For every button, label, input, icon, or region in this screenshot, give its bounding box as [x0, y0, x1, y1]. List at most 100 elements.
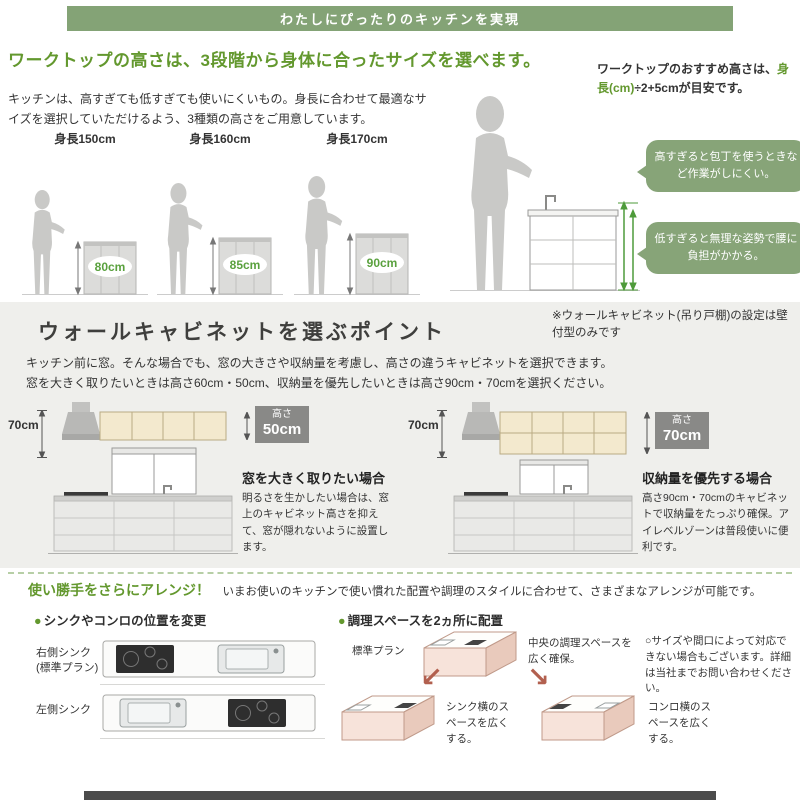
kitchen-window-priority-illustration [48, 402, 238, 554]
iso-counter-cooktop-side [541, 695, 635, 741]
worktop-height-arrows [618, 200, 638, 292]
countertop [453, 495, 633, 502]
worktop-description: キッチンは、高すぎても低すぎても使いにくいもの。身長に合わせて最適なサイズを選択… [8, 92, 427, 126]
sink-position-title-text: シンクやコンロの位置を変更 [43, 614, 207, 628]
bullet-icon: ● [34, 614, 42, 628]
case2-title: 収納量を優先する場合 [642, 471, 773, 486]
arrange-heading-row: 使い勝手をさらにアレンジ！ いまお使いのキッチンで使い慣れた配置や調理のスタイル… [28, 580, 794, 600]
sink [429, 639, 456, 646]
case1-height-badge: 高さ 50cm [255, 406, 309, 443]
cooktop [116, 645, 174, 673]
banner-title: わたしにぴったりのキッチンを実現 [279, 12, 520, 27]
person-silhouette [167, 183, 203, 294]
arrange-heading: 使い勝手をさらにアレンジ！ [28, 582, 210, 598]
standard-plan-label: 標準プラン [352, 645, 405, 657]
arrange-disclaimer: ○サイズや間口によって対応できない場合もございます。詳細は当社までお問い合わせく… [645, 635, 792, 695]
wall-cabinets-50cm [99, 411, 227, 441]
figure-150-illustration [22, 190, 148, 296]
arrow-down-right-icon: ↘ [527, 662, 550, 692]
hood-duct [472, 402, 490, 412]
hood-duct [72, 402, 90, 412]
person-silhouette [32, 190, 65, 294]
variant2-caption: コンロ横のスペースを広くする。 [648, 701, 711, 745]
range-hood [62, 412, 100, 434]
figure-160: 身長160cm 85cm [155, 130, 285, 300]
figure-150-label: 身長150cm [54, 132, 116, 146]
case1-left-dimension-arrow [37, 410, 47, 458]
counter-topview-left-sink [102, 694, 316, 732]
base-cabinets [53, 500, 233, 552]
worktop-heading: ワークトップの高さは、3段階から身体に合ったサイズを選べます。 [8, 51, 541, 70]
worktop-tip: ワークトップのおすすめ高さは、身長(cm)÷2+5cmが目安です。 [597, 60, 794, 97]
figure-160-label: 身長160cm [189, 132, 251, 146]
row2-label-main: 左側シンク [36, 704, 91, 716]
cooktop [64, 492, 108, 496]
counter-height-label: 90cm [360, 252, 404, 273]
case2-height-badge: 高さ 70cm [655, 412, 709, 449]
variant1-caption: シンク横のスペースを広くする。 [446, 701, 509, 745]
cooktop [464, 492, 508, 496]
next-section-bar [84, 791, 716, 800]
standard-note: 中央の調理スペースを広く確保。 [528, 637, 632, 665]
section-divider [8, 572, 792, 574]
badge-label: 高さ [672, 415, 692, 426]
iso-counter-standard [423, 631, 517, 677]
person-silhouette [471, 96, 532, 290]
cooktop [394, 703, 417, 708]
range-hood [462, 412, 500, 434]
counter-outline [527, 195, 619, 291]
base-cabinets [453, 500, 633, 552]
cooktop [228, 699, 286, 727]
two-spaces-title: ●調理スペースを2ヵ所に配置 [338, 610, 503, 629]
arrow-down-left-icon: ↙ [420, 662, 443, 692]
case1-description: 明るさを生かしたい場合は、窓上のキャビネット高さを抑えて、窓が隠れないように設置… [242, 492, 389, 553]
row-separator [100, 738, 325, 739]
height-dimension-arrow [209, 236, 217, 296]
case2-description: 高さ90cm・70cmのキャビネットで収納量をたっぷり確保。アイレベルゾーンは普… [642, 492, 789, 553]
badge-label: 高さ [272, 409, 292, 420]
case2-left-dimension-arrow [437, 410, 447, 458]
wall-cabinet-note: ※ウォールキャビネット(吊り戸棚)の設定は壁付型のみです [552, 310, 788, 340]
row1-label-main: 右側シンク [36, 647, 91, 659]
badge-value: 70cm [662, 427, 702, 444]
cooktop [464, 640, 487, 645]
height-dimension-arrow [346, 232, 354, 296]
row-separator [100, 684, 325, 685]
figure-160-illustration [157, 183, 283, 296]
case2-badge-dimension-arrow [643, 412, 651, 454]
description-line-2: 窓を大きく取りたいときは高さ60cm・50cm、収納量を優先したいときは高さ90… [26, 375, 612, 390]
tip-post: ÷2+5cmが目安です。 [634, 80, 750, 95]
faucet [563, 485, 572, 494]
row1-label-sub: (標準プラン) [36, 662, 99, 675]
figure-150: 身長150cm 80cm [20, 130, 150, 300]
bullet-icon: ● [338, 614, 346, 628]
counter-height-label: 80cm [88, 256, 132, 277]
wall-cabinets-70cm [499, 411, 627, 455]
counter-topview-right-sink [102, 640, 316, 678]
row1-label: 右側シンク (標準プラン) [36, 646, 98, 677]
countertop [53, 495, 233, 502]
counter-height-label: 85cm [223, 254, 267, 275]
wall-cabinet-description: キッチン前に窓。そんな場合でも、窓の大きさや収納量を考慮し、高さの違うキャビネッ… [26, 354, 774, 394]
kitchen-storage-priority-illustration [448, 402, 638, 554]
case1-badge-dimension-arrow [243, 412, 251, 440]
tip-pre: ワークトップのおすすめ高さは、 [597, 62, 778, 76]
cooktop [549, 704, 572, 709]
case1-side-height: 70cm [8, 418, 39, 432]
person-at-counter-illustration [450, 96, 640, 292]
description-line-1: キッチン前に窓。そんな場合でも、窓の大きさや収納量を考慮し、高さの違うキャビネッ… [26, 356, 613, 370]
window [519, 459, 589, 495]
callout-too-low: 低すぎると無理な姿勢で腰に負担がかかる。 [637, 222, 800, 275]
badge-value: 50cm [262, 421, 302, 438]
iso-counter-sink-side [341, 695, 435, 741]
case1-title: 窓を大きく取りたい場合 [242, 471, 386, 486]
sink [345, 704, 372, 711]
two-spaces-title-text: 調理スペースを2ヵ所に配置 [347, 614, 504, 628]
figure-170-label: 身長170cm [326, 132, 388, 146]
window [111, 447, 197, 495]
sink [594, 702, 621, 709]
tip-highlight: 身長(cm) [597, 62, 790, 95]
row2-label: 左側シンク [36, 703, 91, 718]
height-dimension-arrow [74, 240, 82, 296]
